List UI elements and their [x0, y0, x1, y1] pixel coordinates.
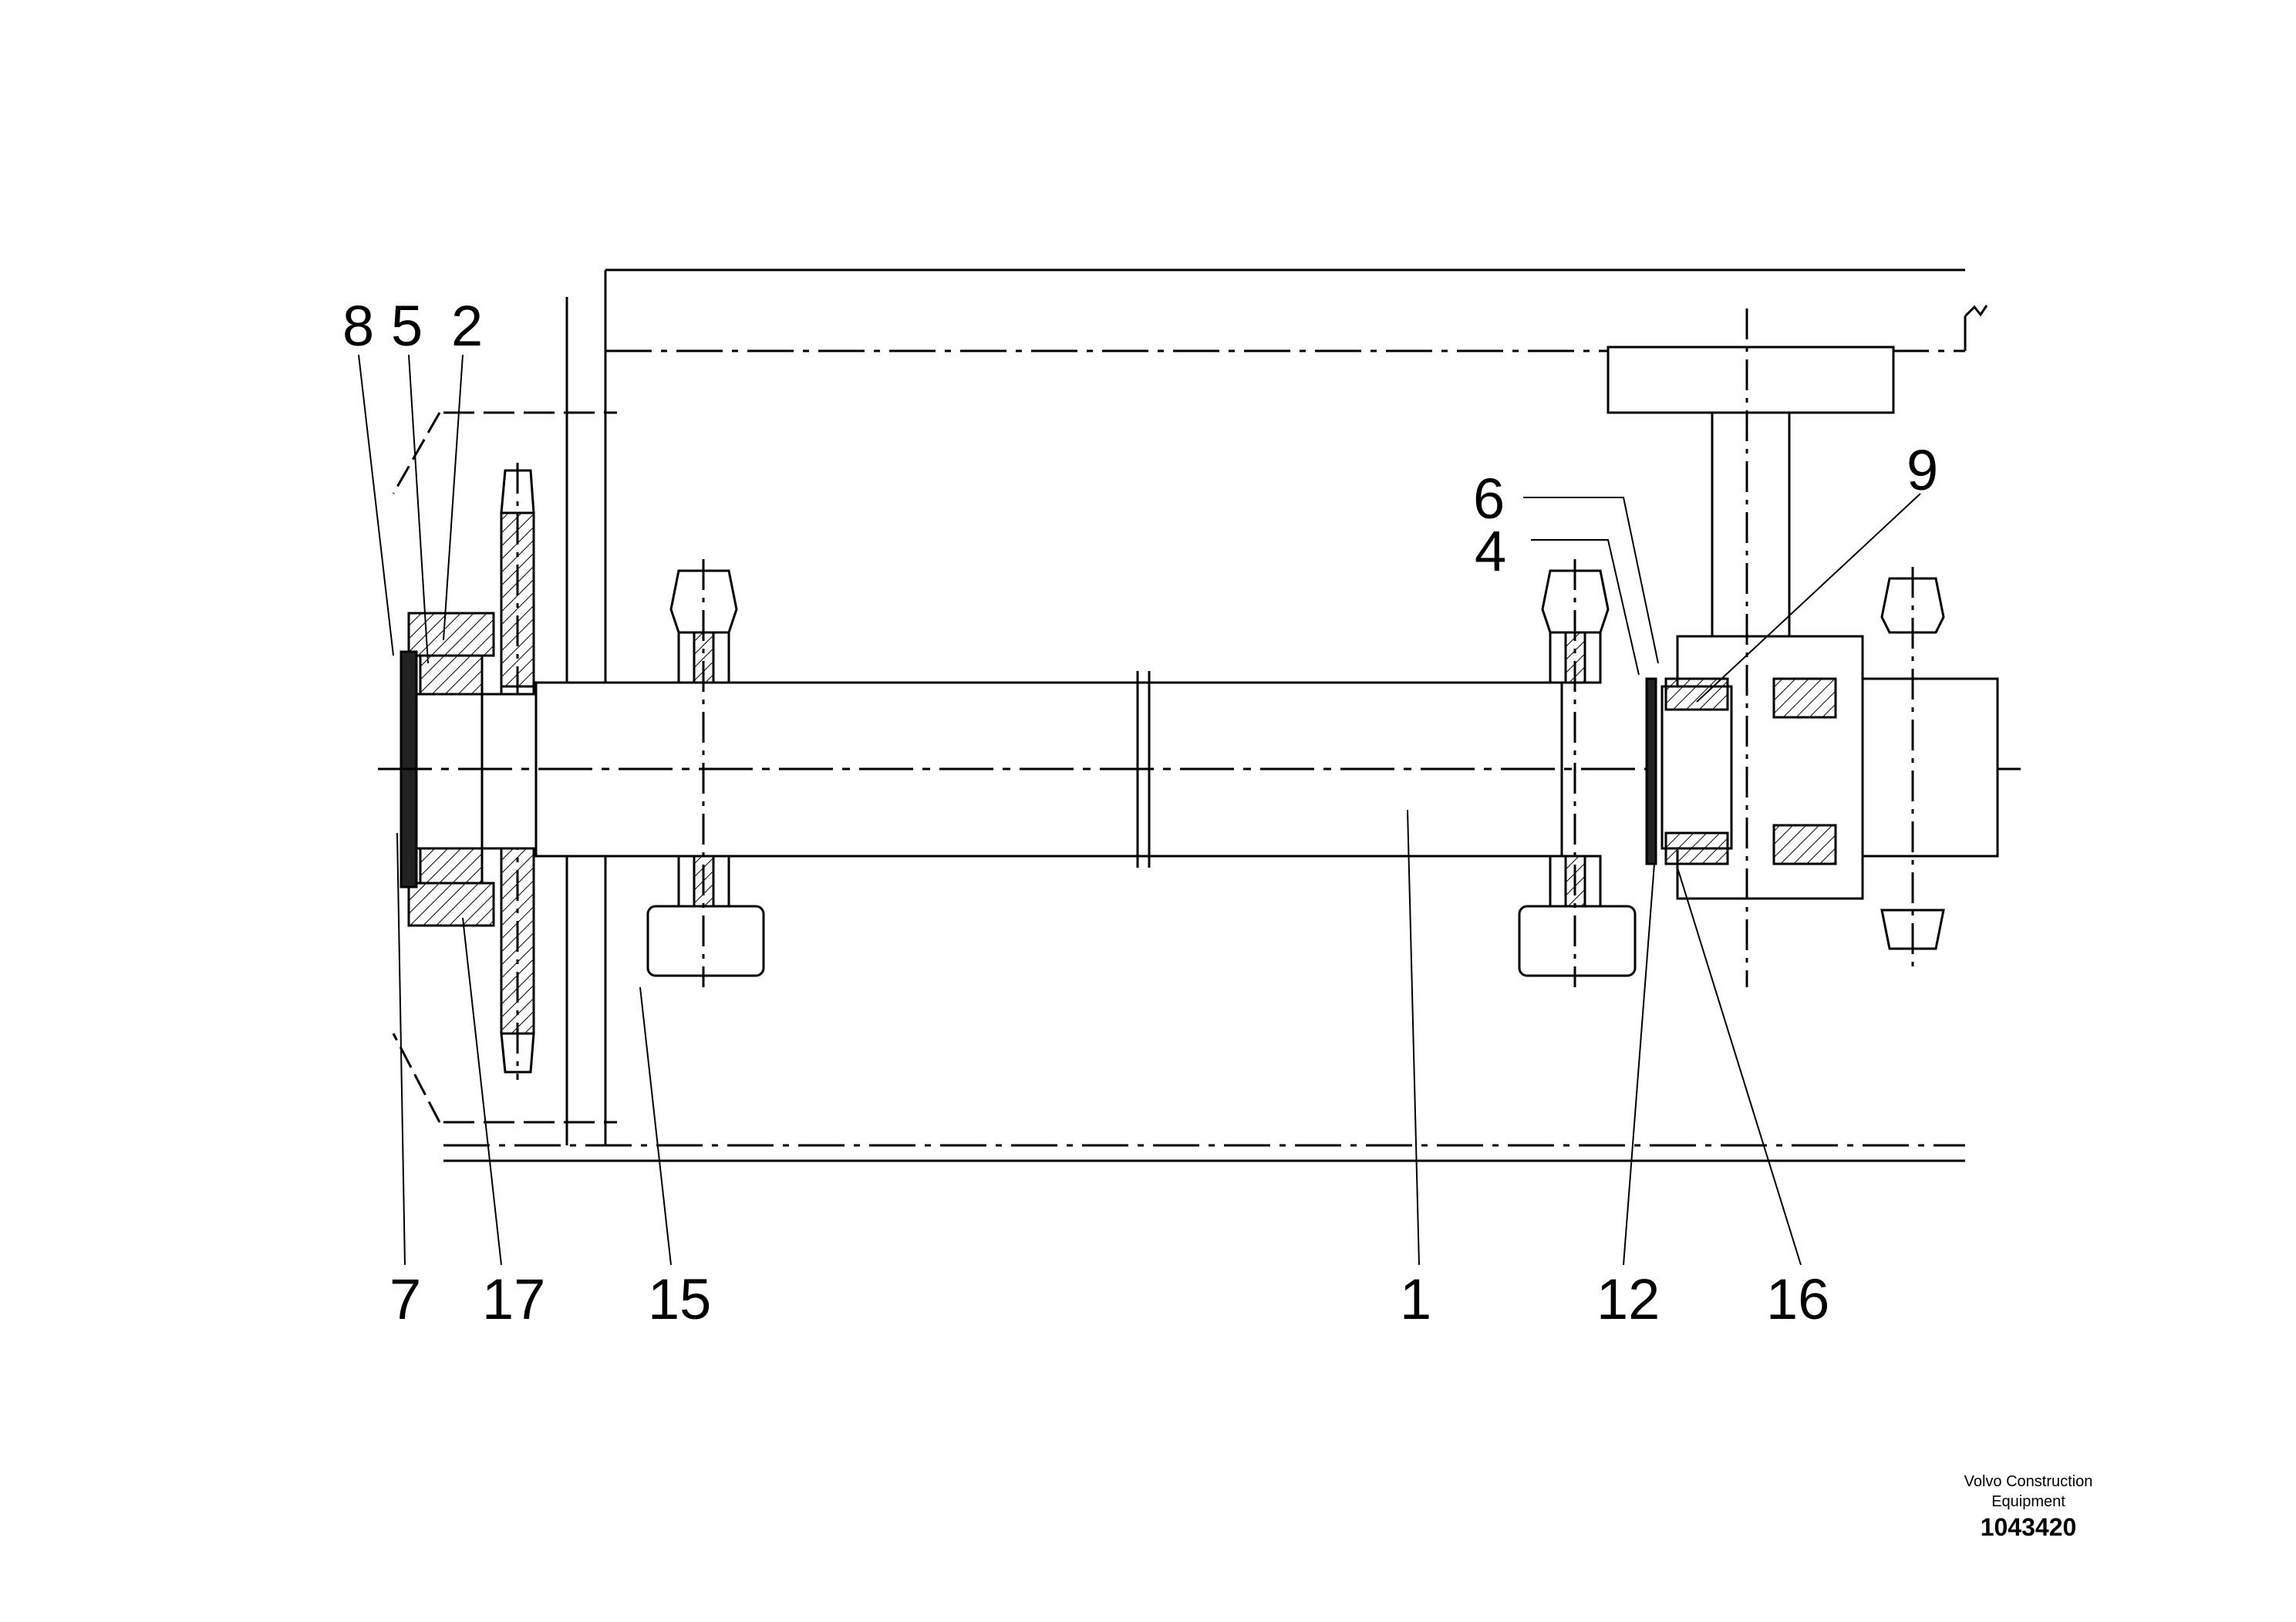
left-chain-wheel: [646, 559, 765, 987]
right-bearing-housing: [1607, 309, 1895, 987]
callout-5: 5: [391, 294, 423, 358]
frame-lines: [392, 268, 1988, 1162]
callout-1: 1: [1400, 1267, 1431, 1331]
callout-9: 9: [1907, 438, 1938, 502]
left-bearing-housing: [400, 612, 538, 927]
callout-6: 6: [1473, 467, 1505, 531]
callout-17: 17: [482, 1267, 545, 1331]
callout-12: 12: [1596, 1267, 1660, 1331]
company-name: Volvo Construction Equipment: [1913, 1472, 2144, 1512]
right-wheel: [1861, 567, 1999, 972]
callout-labels: 8 5 2 6 4 9 7 17 15 1 12 16: [342, 294, 1938, 1331]
document-number: 1043420: [1980, 1513, 2077, 1541]
callout-2: 2: [451, 294, 483, 358]
callout-4: 4: [1475, 519, 1506, 583]
callout-16: 16: [1766, 1267, 1829, 1331]
main-shaft: [378, 671, 2021, 868]
company-line1: Volvo Construction: [1964, 1473, 2093, 1490]
right-chain-wheel: [1518, 559, 1637, 987]
callout-8: 8: [342, 294, 374, 358]
company-line2: Equipment: [1991, 1493, 2065, 1510]
callout-15: 15: [648, 1267, 711, 1331]
leader-lines: [358, 354, 1921, 1266]
callout-7: 7: [389, 1267, 421, 1331]
